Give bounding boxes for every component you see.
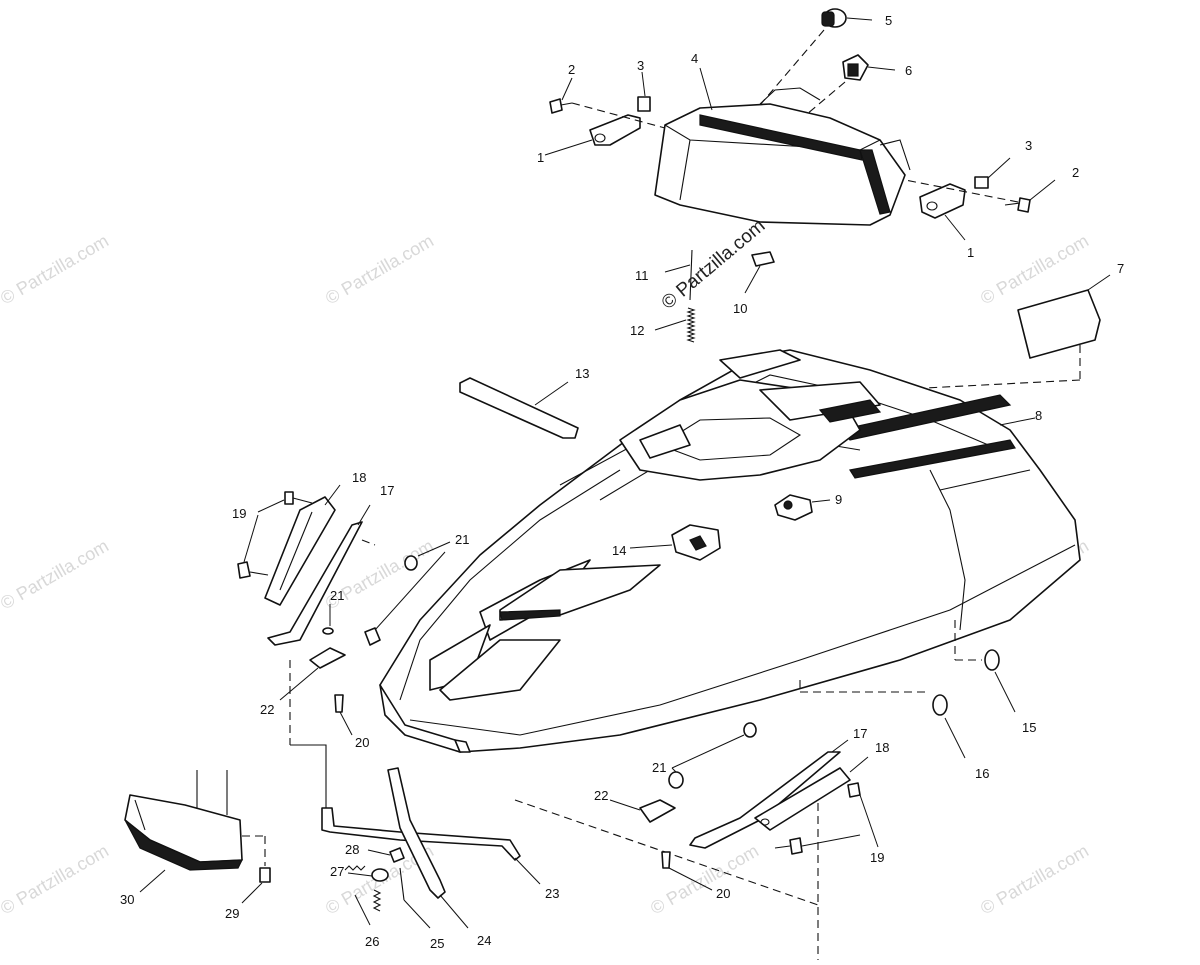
callout-16: 16	[975, 766, 989, 781]
brace-group	[290, 744, 541, 929]
pin-part-25	[399, 867, 431, 929]
callout-17-left: 17	[380, 483, 394, 498]
callout-21-mid: 21	[330, 588, 344, 603]
bulb-part-6	[799, 54, 896, 121]
clip-part-16	[799, 680, 966, 759]
callout-14: 14	[612, 543, 626, 558]
right-bracket	[919, 183, 966, 241]
bolt-right-upper	[847, 782, 879, 848]
washer-small	[322, 604, 334, 635]
callout-28: 28	[345, 842, 359, 857]
watermark-1: © Partzilla.com	[0, 230, 112, 308]
latch-arm-part-17	[267, 504, 376, 646]
callout-5: 5	[885, 13, 892, 28]
hood-part-8	[379, 349, 1081, 753]
bolt-right-lower	[774, 834, 861, 855]
watermark-8: © Partzilla.com	[0, 840, 112, 918]
center-watermark: © Partzilla.com	[658, 215, 770, 313]
callout-19-right: 19	[870, 850, 884, 865]
right-clip	[974, 157, 1011, 189]
watermark-4: © Partzilla.com	[0, 535, 112, 613]
left-latch-group	[237, 484, 451, 745]
callout-25: 25	[430, 936, 444, 951]
callout-17-right: 17	[853, 726, 867, 741]
callout-22-left: 22	[260, 702, 274, 717]
callout-1-right: 1	[967, 245, 974, 260]
bulb-part-5	[759, 8, 873, 106]
callout-23: 23	[545, 886, 559, 901]
watermark-11: © Partzilla.com	[977, 840, 1092, 918]
callout-19-left: 19	[232, 506, 246, 521]
clip-part-15	[954, 620, 1016, 713]
fastener-part-14	[629, 524, 721, 561]
nut-lower	[364, 551, 446, 646]
nut-right-lower	[668, 767, 684, 789]
fastener-part-9	[774, 494, 831, 521]
callout-21-upper: 21	[455, 532, 469, 547]
nut-right-upper	[671, 722, 757, 769]
spring-part-12	[654, 307, 696, 343]
bolt-upper-left	[257, 491, 313, 513]
callout-2-left: 2	[568, 62, 575, 77]
callout-9: 9	[835, 492, 842, 507]
callout-1-left: 1	[537, 150, 544, 165]
callout-20-left: 20	[355, 735, 369, 750]
part-27	[344, 865, 389, 882]
callout-12: 12	[630, 323, 644, 338]
part-28	[367, 847, 405, 863]
callout-21-right: 21	[652, 760, 666, 775]
left-screw	[549, 77, 666, 129]
bolt-lower-left	[237, 514, 269, 579]
callout-18-left: 18	[352, 470, 366, 485]
callout-24: 24	[477, 933, 491, 948]
callout-18-right: 18	[875, 740, 889, 755]
callout-2-right: 2	[1072, 165, 1079, 180]
screw-part-29	[241, 835, 271, 904]
left-bracket	[544, 114, 641, 156]
clip-part-10	[744, 251, 775, 294]
callout-22-right: 22	[594, 788, 608, 803]
callout-11: 11	[635, 268, 649, 283]
callout-10: 10	[733, 301, 747, 316]
right-latch-group	[609, 722, 879, 891]
callout-30: 30	[120, 892, 134, 907]
plate-part-18	[264, 484, 341, 606]
headlight-housing	[654, 67, 911, 226]
catch-part-22	[279, 647, 346, 701]
callout-26: 26	[365, 934, 379, 949]
catch-right-part-22	[609, 799, 676, 823]
right-screw	[904, 179, 1056, 213]
spring-part-26	[354, 889, 382, 926]
callout-6: 6	[905, 63, 912, 78]
bumper-part-30	[124, 770, 243, 893]
bar-part-13	[459, 377, 579, 439]
nut-upper	[404, 541, 451, 571]
callout-7: 7	[1117, 261, 1124, 276]
left-clip	[637, 71, 651, 112]
screw-part-20	[334, 694, 353, 736]
screw-right-part-20	[661, 851, 713, 891]
callout-4: 4	[691, 51, 698, 66]
callout-3-right: 3	[1025, 138, 1032, 153]
latch-arm-right	[689, 739, 849, 849]
plate-right	[754, 756, 869, 831]
callout-labels: 1 2 3 4 5 6 3 2 1 7 11 10 12 13 8 9 14 1…	[120, 13, 1124, 951]
headlight-assembly	[544, 8, 1056, 343]
callout-20-right: 20	[716, 886, 730, 901]
callout-3-left: 3	[637, 58, 644, 73]
callout-27: 27	[330, 864, 344, 879]
callout-8: 8	[1035, 408, 1042, 423]
watermark-2: © Partzilla.com	[322, 230, 437, 308]
callout-29: 29	[225, 906, 239, 921]
callout-13: 13	[575, 366, 589, 381]
callout-15: 15	[1022, 720, 1036, 735]
pin-part-11	[664, 249, 693, 301]
